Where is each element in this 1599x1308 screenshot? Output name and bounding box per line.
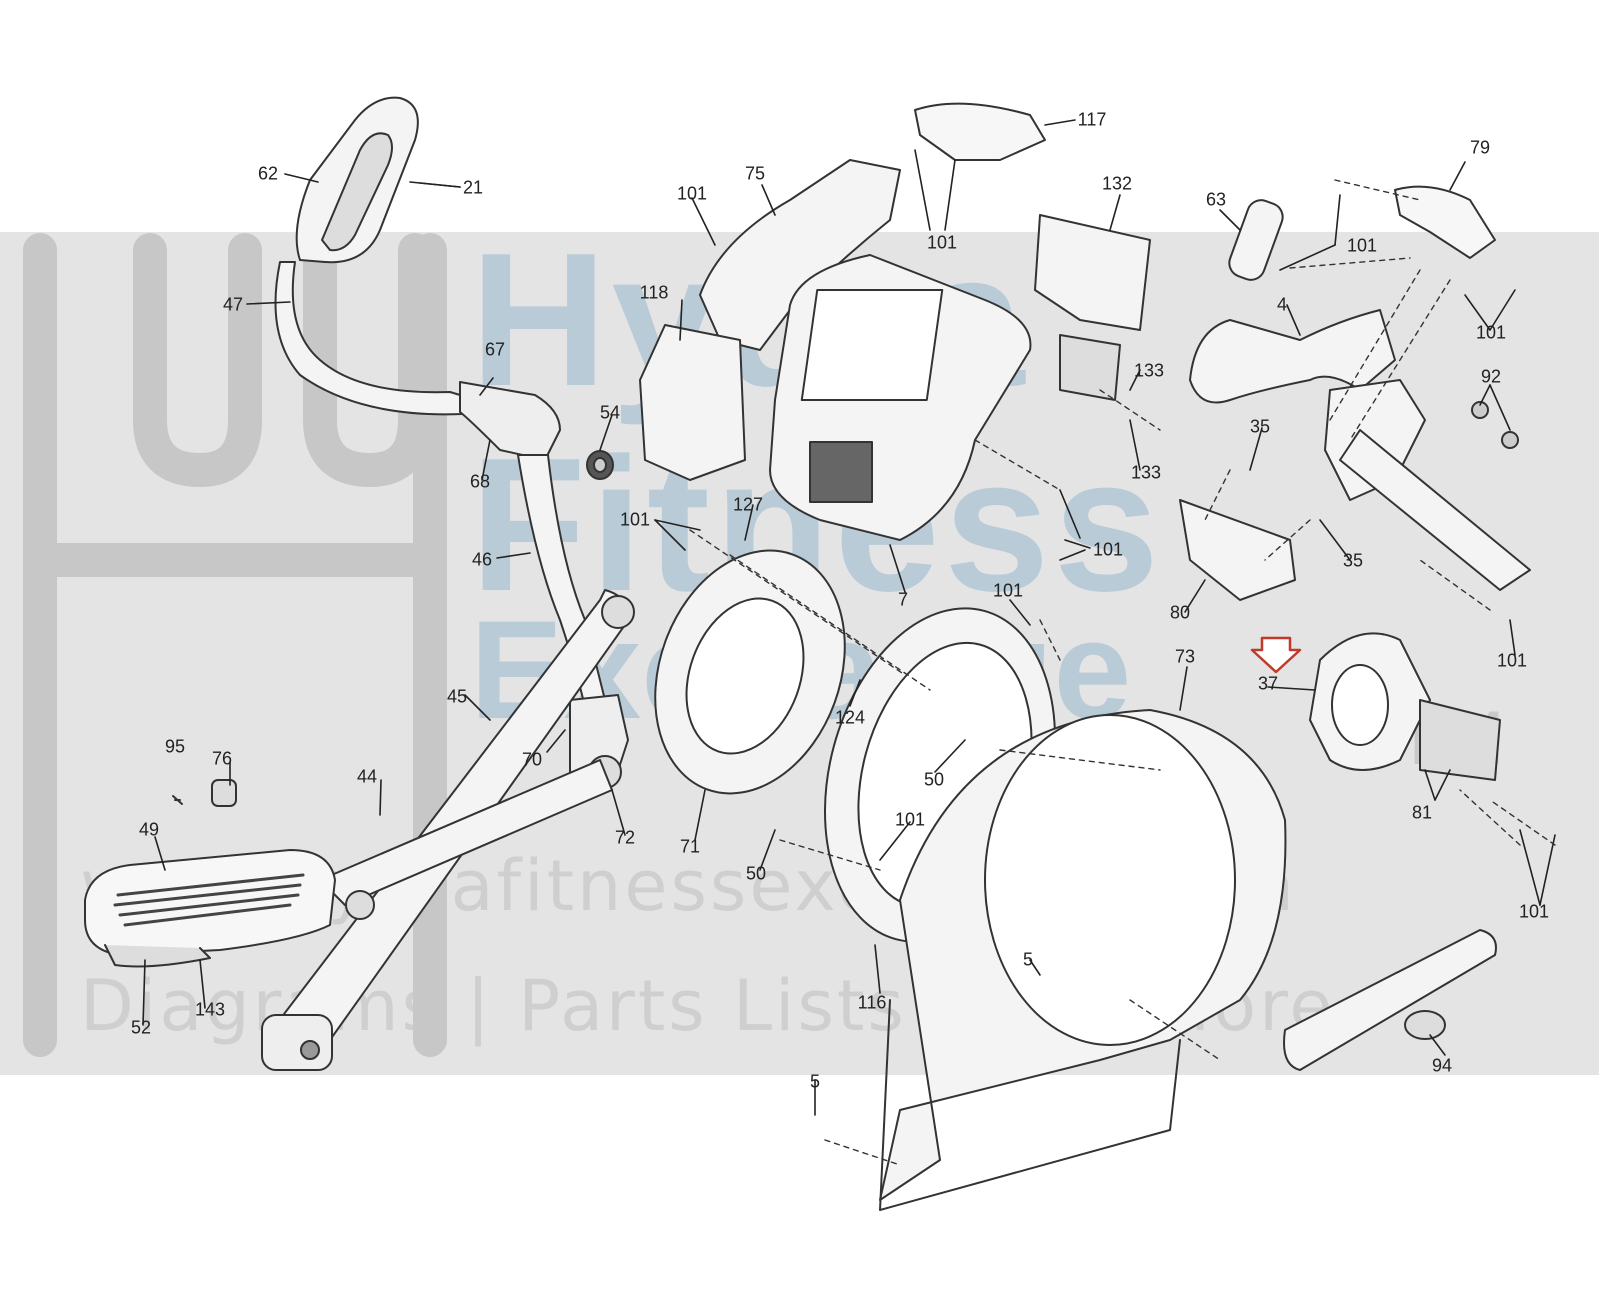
callout-101: 101 <box>926 232 958 253</box>
callout-143: 143 <box>194 999 226 1020</box>
screw-95-icon <box>172 795 183 805</box>
callout-5: 5 <box>809 1071 821 1092</box>
callout-54: 54 <box>599 402 621 423</box>
callout-81: 81 <box>1411 802 1433 823</box>
callout-75: 75 <box>744 163 766 184</box>
cover-118 <box>639 324 746 481</box>
callout-101: 101 <box>894 809 926 830</box>
callout-94: 94 <box>1431 1055 1453 1076</box>
cover-79 <box>1394 185 1496 259</box>
callout-46: 46 <box>471 549 493 570</box>
callout-52: 52 <box>130 1017 152 1038</box>
callout-50: 50 <box>923 769 945 790</box>
watermark-logo-icon <box>23 233 447 1057</box>
highlight-arrow-icon <box>1250 636 1302 674</box>
callout-49: 49 <box>138 819 160 840</box>
callout-50: 50 <box>745 863 767 884</box>
callout-124: 124 <box>834 707 866 728</box>
callout-101: 101 <box>1518 901 1550 922</box>
callout-101: 101 <box>676 183 708 204</box>
grip-63-icon <box>1228 199 1284 281</box>
callout-62: 62 <box>257 163 279 184</box>
callout-71: 71 <box>679 836 701 857</box>
frame-base <box>879 999 1181 1211</box>
callout-35: 35 <box>1342 550 1364 571</box>
callout-95: 95 <box>164 736 186 757</box>
callout-79: 79 <box>1469 137 1491 158</box>
pedal-base-143 <box>104 944 211 968</box>
callout-127: 127 <box>732 494 764 515</box>
callout-70: 70 <box>521 749 543 770</box>
callout-101: 101 <box>1092 539 1124 560</box>
callout-101: 101 <box>1496 650 1528 671</box>
cap-76-icon <box>211 779 237 807</box>
callout-101: 101 <box>619 509 651 530</box>
callout-5: 5 <box>1022 949 1034 970</box>
bracket-80 <box>1179 499 1296 601</box>
callout-80: 80 <box>1169 602 1191 623</box>
callout-35: 35 <box>1249 416 1271 437</box>
pedal-tread-icon <box>113 873 305 927</box>
leader-lines <box>142 119 1556 1116</box>
handlebar-4 <box>1189 309 1396 404</box>
callout-72: 72 <box>614 827 636 848</box>
callout-68: 68 <box>469 471 491 492</box>
stabilizer-94 <box>1283 929 1497 1071</box>
tablet-holder-132 <box>1034 214 1151 331</box>
callout-73: 73 <box>1174 646 1196 667</box>
rear-stabilizer <box>1339 429 1531 591</box>
callout-44: 44 <box>356 766 378 787</box>
callout-7: 7 <box>897 589 909 610</box>
callout-21: 21 <box>462 177 484 198</box>
callout-117: 117 <box>1077 109 1107 130</box>
arm-joint-sleeve <box>459 381 561 461</box>
bolt-92-icon <box>1471 401 1489 419</box>
callout-76: 76 <box>211 748 233 769</box>
callout-101: 101 <box>992 580 1024 601</box>
callout-101: 101 <box>1346 235 1378 256</box>
pedal-platform <box>84 849 336 956</box>
callout-132: 132 <box>1101 173 1133 194</box>
callout-133: 133 <box>1133 360 1165 381</box>
callout-67: 67 <box>484 339 506 360</box>
console-speaker-icon <box>809 441 873 503</box>
handlebar-grip <box>295 96 419 264</box>
callout-37: 37 <box>1257 673 1279 694</box>
cover-117 <box>914 102 1046 161</box>
callout-92: 92 <box>1480 366 1502 387</box>
callout-4: 4 <box>1276 294 1288 315</box>
callout-116: 116 <box>857 992 887 1013</box>
axle-assembly-81 <box>1419 699 1501 781</box>
callout-47: 47 <box>222 294 244 315</box>
callout-101: 101 <box>1475 322 1507 343</box>
console-screen-icon <box>800 289 944 401</box>
callout-63: 63 <box>1205 189 1227 210</box>
callout-118: 118 <box>639 282 669 303</box>
callout-45: 45 <box>446 686 468 707</box>
callout-133: 133 <box>1130 462 1162 483</box>
assembly-dashed-lines <box>689 179 1556 1166</box>
